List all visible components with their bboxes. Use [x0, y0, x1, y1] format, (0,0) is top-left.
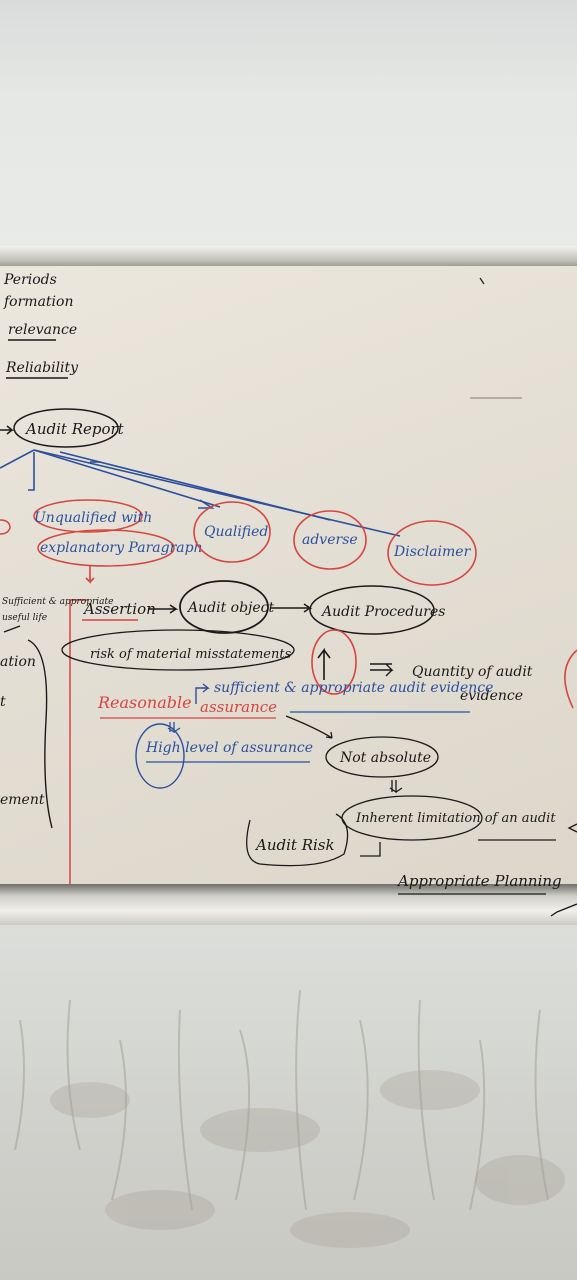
whiteboard-marker-tray — [0, 884, 577, 932]
margin-note-useful-life: useful life — [2, 613, 47, 623]
audit-procedures-label: Audit Procedures — [320, 604, 445, 620]
not-absolute-label: Not absolute — [339, 750, 431, 766]
note-formation: formation — [3, 294, 73, 310]
assertion-label: Assertion — [82, 600, 156, 618]
audit-risk-label: Audit Risk — [254, 836, 335, 854]
quantity-label: Quantity of audit — [412, 664, 533, 680]
assurance-label: assurance — [200, 698, 277, 716]
unqualified-line1: Unqualified with — [34, 510, 152, 526]
evidence-label: evidence — [460, 688, 523, 704]
sufficient-label: sufficient & appropriate audit evidence — [214, 680, 493, 696]
margin-note-ation: ation — [0, 654, 36, 670]
margin-note-t: t — [0, 694, 6, 710]
audit-object-label: Audit object — [186, 600, 275, 616]
appropriate-planning-label: Appropriate Planning — [396, 872, 562, 890]
wall-top — [0, 0, 577, 250]
wall-bottom — [0, 925, 577, 1280]
whiteboard-surface — [0, 266, 577, 890]
note-reliability: Reliability — [5, 360, 79, 376]
adverse-label: adverse — [302, 532, 358, 548]
margin-note-sufficient: Sufficient & appropriate — [2, 597, 113, 607]
qualified-label: Qualified — [204, 524, 268, 540]
inherent-label: Inherent limitation of an audit — [355, 811, 556, 826]
wall-stains — [14, 989, 565, 1248]
whiteboard-top-frame — [0, 246, 577, 268]
reasonable-label: Reasonable — [97, 693, 192, 712]
margin-note-ement: ement — [0, 792, 45, 808]
disclaimer-label: Disclaimer — [393, 544, 472, 560]
note-periods: Periods — [3, 272, 57, 288]
high-level-label: High level of assurance — [145, 740, 313, 756]
note-relevance: relevance — [8, 322, 77, 338]
unqualified-line2: explanatory Paragraph — [40, 540, 203, 556]
risk-label: risk of material misstatements — [90, 647, 292, 662]
audit-report-label: Audit Report — [24, 420, 125, 438]
